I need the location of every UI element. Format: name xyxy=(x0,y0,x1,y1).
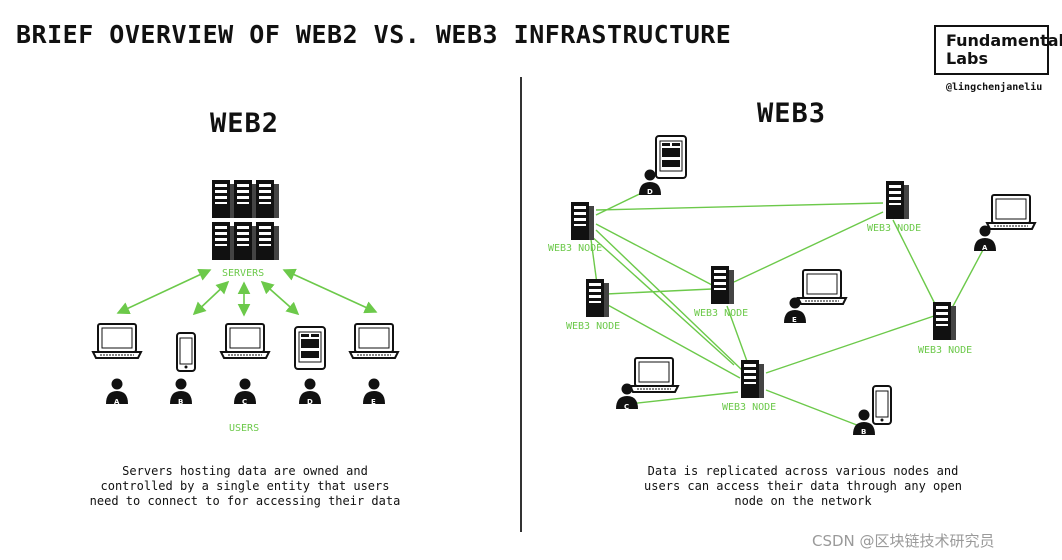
svg-text:WEB3 NODE: WEB3 NODE xyxy=(867,223,921,234)
web2-heading: WEB2 xyxy=(210,108,280,139)
author-handle: @lingchenjaneliu xyxy=(946,82,1043,93)
web2-user-c: C xyxy=(220,323,270,406)
web2-user-e: E xyxy=(349,323,399,406)
svg-text:E: E xyxy=(371,398,376,406)
laptop-icon xyxy=(797,269,847,305)
laptop-icon xyxy=(629,357,679,393)
svg-text:WEB3 NODE: WEB3 NODE xyxy=(566,321,620,332)
web3-node: WEB3 NODE xyxy=(867,181,921,234)
svg-text:E: E xyxy=(792,316,797,324)
web3-node: WEB3 NODE xyxy=(566,279,620,332)
logo-line-2: Labs xyxy=(946,49,988,68)
brand-logo: Fundamental Labs xyxy=(934,25,1062,75)
phone-icon xyxy=(872,385,892,425)
svg-text:A: A xyxy=(114,398,120,406)
svg-text:A: A xyxy=(982,244,988,252)
web3-network-links xyxy=(589,187,985,428)
logo-line-1: Fundamental xyxy=(946,31,1062,50)
web3-user-a: A xyxy=(974,194,1036,252)
web3-user-c: C xyxy=(616,357,679,411)
web2-server-cluster xyxy=(212,180,279,260)
laptop-icon xyxy=(220,323,270,359)
laptop-icon xyxy=(92,323,142,359)
svg-text:C: C xyxy=(624,403,629,411)
svg-text:WEB3 NODE: WEB3 NODE xyxy=(918,345,972,356)
svg-text:C: C xyxy=(242,398,247,406)
tablet-icon xyxy=(655,135,687,179)
web3-user-e: E xyxy=(784,269,847,324)
phone-icon xyxy=(176,332,196,372)
users-label: USERS xyxy=(229,423,259,434)
web2-user-a: A xyxy=(92,323,142,406)
svg-text:B: B xyxy=(178,398,183,406)
laptop-icon xyxy=(986,194,1036,230)
svg-text:D: D xyxy=(307,398,313,406)
tablet-icon xyxy=(294,326,326,370)
web3-heading: WEB3 xyxy=(757,98,827,129)
servers-label: SERVERS xyxy=(222,268,264,279)
panel-divider xyxy=(520,77,522,532)
svg-text:B: B xyxy=(861,428,866,436)
svg-text:WEB3 NODE: WEB3 NODE xyxy=(722,402,776,413)
web3-node: WEB3 NODE xyxy=(918,302,972,356)
svg-text:WEB3 NODE: WEB3 NODE xyxy=(694,308,748,319)
web3-node: WEB3 NODE xyxy=(694,266,748,319)
web3-node: WEB3 NODE xyxy=(722,360,776,413)
laptop-icon xyxy=(349,323,399,359)
web3-user-d: D xyxy=(639,135,687,196)
web3-caption: Data is replicated across various nodes … xyxy=(644,464,962,508)
web3-node: WEB3 NODE xyxy=(548,202,602,254)
svg-text:D: D xyxy=(647,188,653,196)
web2-user-b: B xyxy=(170,332,196,406)
web2-arrows xyxy=(116,268,378,317)
web2-user-d: D xyxy=(294,326,326,406)
svg-text:WEB3 NODE: WEB3 NODE xyxy=(548,243,602,254)
page-title: BRIEF OVERVIEW OF WEB2 VS. WEB3 INFRASTR… xyxy=(16,20,732,49)
watermark: CSDN @区块链技术研究员 xyxy=(812,532,995,550)
web3-user-b: B xyxy=(853,385,892,436)
web2-caption: Servers hosting data are owned and contr… xyxy=(89,464,401,508)
